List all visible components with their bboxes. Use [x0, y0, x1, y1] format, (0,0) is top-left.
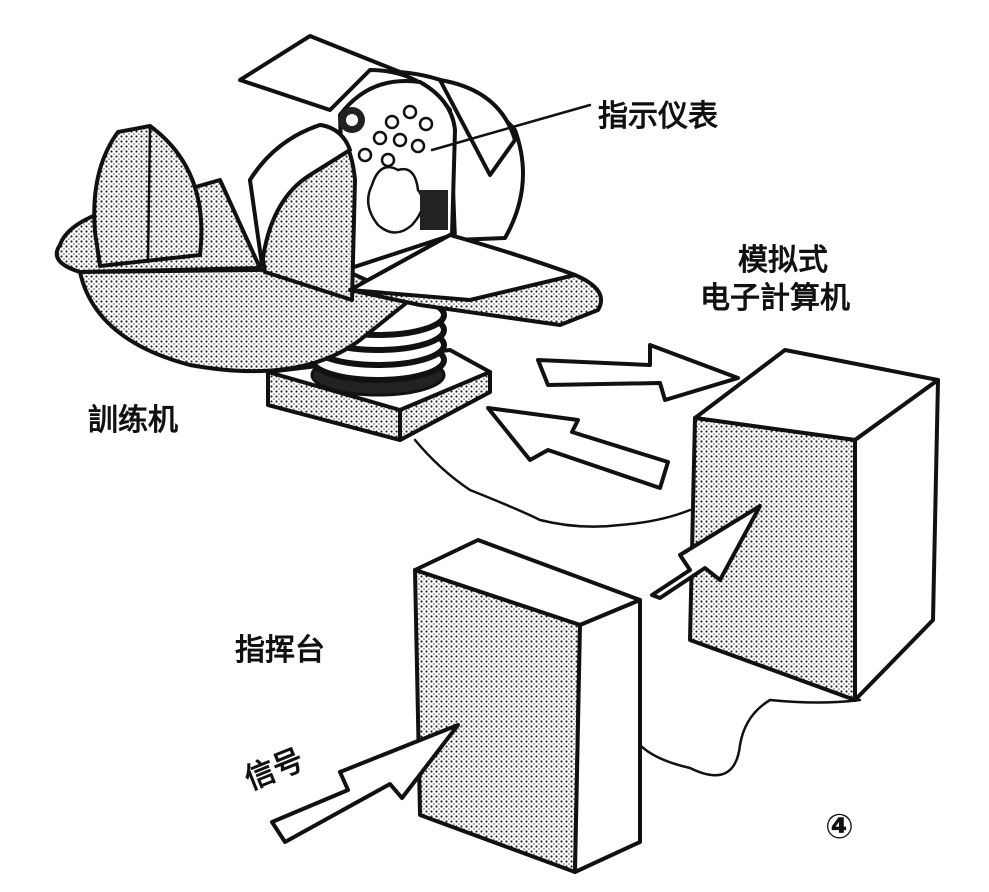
arrow-computer-to-trainer-upper	[536, 343, 740, 402]
label-command-console: 指挥台	[235, 633, 325, 668]
label-trainer: 訓练机	[88, 403, 178, 438]
cable-trainer-to-computer	[413, 438, 692, 528]
command-console-box	[413, 538, 642, 874]
indicator-leader-line	[430, 103, 592, 152]
label-analog-computer-line1: 模拟式	[738, 243, 828, 278]
label-signal: 信号	[240, 742, 309, 797]
arrow-computer-to-trainer-lower	[486, 406, 670, 490]
cockpit-instrument-gauges	[339, 104, 434, 168]
arrow-signal-input	[270, 723, 460, 844]
arrow-console-to-computer	[650, 504, 762, 600]
label-figure-number: ④	[825, 807, 854, 847]
analog-computer-box	[688, 348, 940, 702]
cable-computer-to-console	[638, 698, 862, 777]
label-indicator: 指示仪表	[598, 99, 718, 134]
flight-trainer	[54, 34, 604, 442]
label-analog-computer-line2: 电子計算机	[700, 281, 850, 316]
